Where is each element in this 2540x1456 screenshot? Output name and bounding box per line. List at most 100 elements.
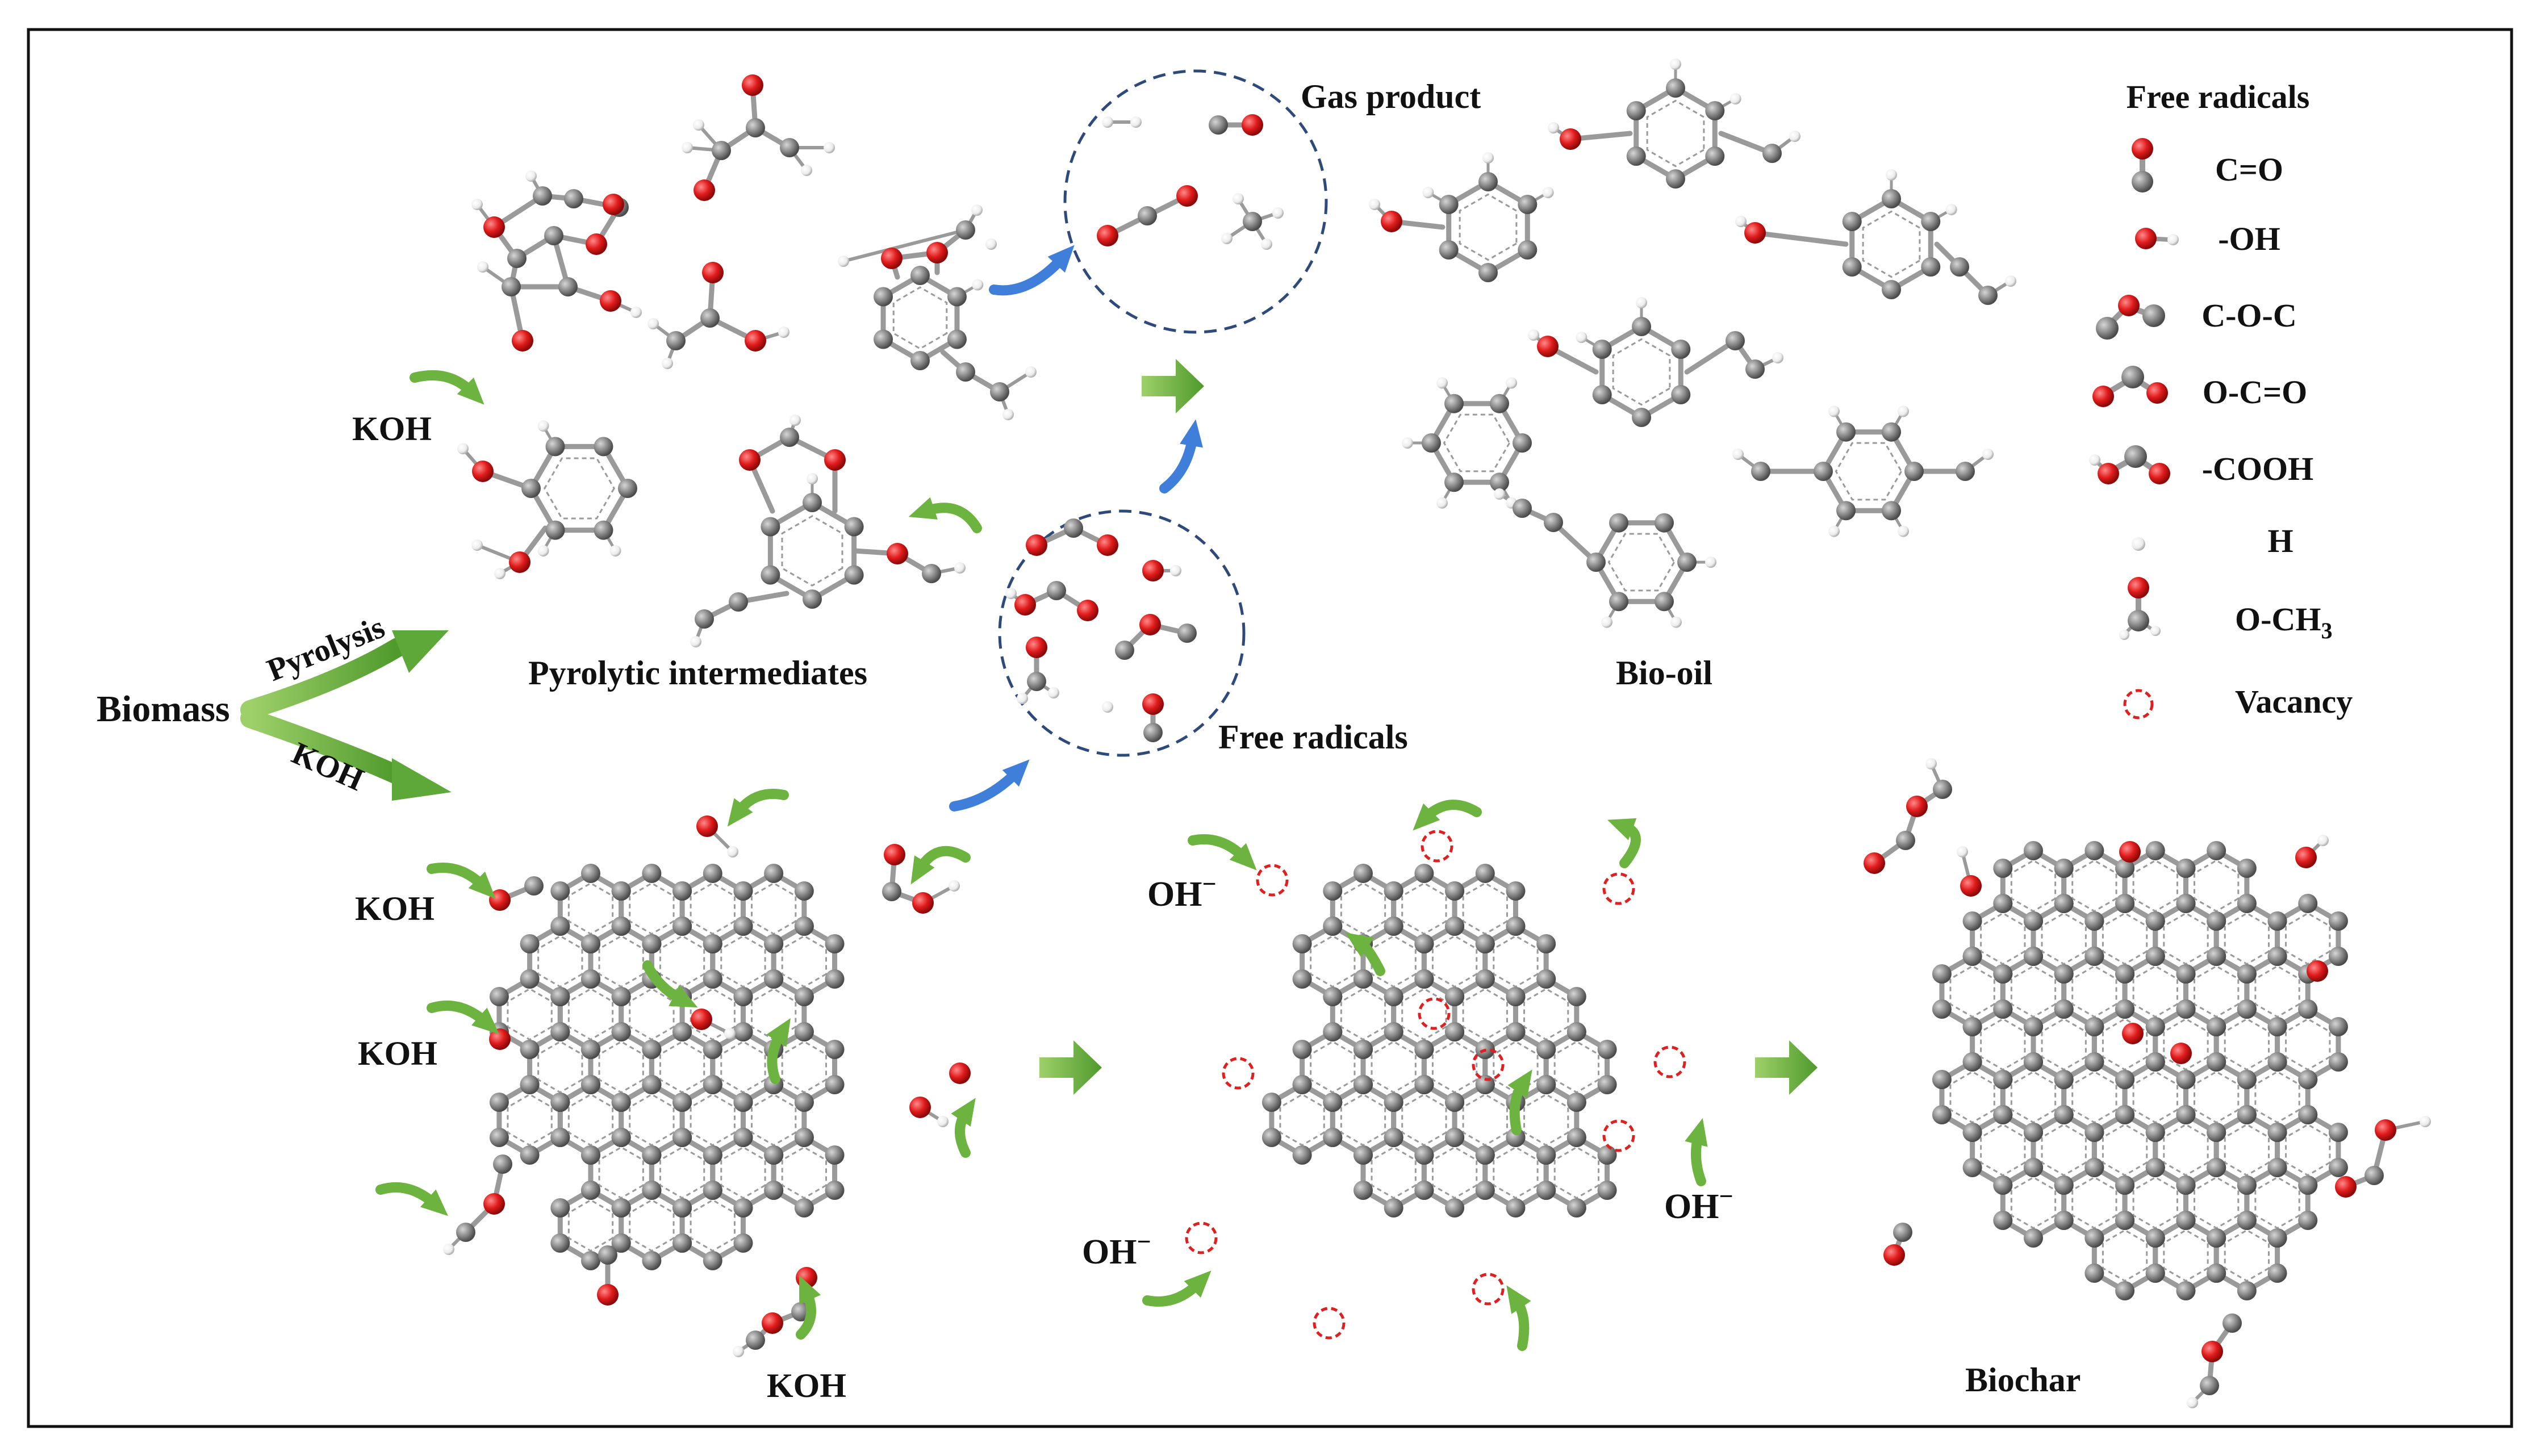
carbon-atom [550,1128,570,1147]
carbon-atom [2115,964,2135,984]
carbon-atom [2054,894,2074,913]
hydrogen-atom [1048,687,1059,698]
aromatic-ring-inner [720,1040,766,1094]
carbon-atom [581,1145,600,1165]
aromatic-ring-inner [598,935,644,988]
aromatic-ring-inner [690,1199,736,1252]
carbon-atom [825,1075,845,1094]
carbon-atom [2267,1158,2287,1177]
carbon-atom [1518,240,1538,260]
pyrolysis-branch-arrow [240,638,407,719]
hydrogen-atom [1506,377,1517,389]
carbon-atom [1626,101,1646,120]
carbon-atom [550,1022,570,1041]
aromatic-ring-inner [2254,1176,2300,1229]
carbon-atom [703,969,722,989]
aromatic-ring-inner [2010,965,2057,1018]
free-radicals-label: Free radicals [1218,718,1408,756]
carbon-atom [1993,859,2013,878]
carbon-atom [1445,1022,1465,1041]
oxygen-atom [1142,560,1164,581]
carbon-atom [1353,969,1373,989]
carbon-atom [1751,462,1770,481]
bond [1752,230,1849,247]
carbon-atom [1677,553,1697,572]
carbon-atom [1842,212,1862,231]
carbon-atom [642,1040,662,1059]
oxygen-atom [949,1062,971,1084]
green-arrow-sheet-right-head [910,855,935,885]
carbon-atom [1962,1052,1982,1072]
hydrogen-atom [1025,366,1037,378]
carbon-atom [520,1145,540,1165]
hydrogen-atom [1528,329,1539,341]
carbon-atom [746,118,765,137]
carbon-atom [844,565,864,585]
carbon-atom [611,1198,631,1217]
green-arrow-sheet-bottom-left-head [420,1189,448,1216]
hydrogen-icon [2132,537,2145,551]
carbon-atom [2237,999,2257,1019]
oxygen-atom [696,815,718,837]
carbon-atom [2364,1166,2384,1185]
carbon-atom [2145,1052,2165,1072]
oxygen-atom [2119,841,2141,863]
hydrogen-atom [801,165,812,176]
aromatic-ring-inner [2071,859,2117,913]
oxygen-atom [597,1284,619,1306]
carbon-atom [1384,1093,1403,1112]
carbon-atom [545,437,565,457]
carbon-atom [2207,947,2226,966]
carbon-atom [733,917,753,936]
hydrogen-atom [1436,377,1448,389]
carbon-atom [874,287,893,307]
carbon-atom [1445,1093,1465,1112]
aromatic-ring-inner [1949,1070,1995,1124]
oxygen-atom [702,262,724,283]
carbon-atom [2328,1158,2348,1177]
aromatic-ring-inner [2102,1018,2148,1071]
oxygen-atom [1242,114,1263,136]
vacancy-marker [1421,830,1453,863]
carbon-atom [874,329,893,349]
carbon-atom [764,1181,784,1200]
carbon-atom [1323,1093,1343,1112]
hydrogen-atom [494,568,506,579]
carbon-atom [2024,1123,2043,1142]
aromatic-ring-inner [2010,1176,2057,1229]
carbon-atom [2176,964,2196,984]
aromatic-ring-inner [2194,965,2240,1018]
hydrogen-atom [1261,239,1272,250]
carbon-atom [1671,340,1691,359]
aromatic-ring-inner [720,935,766,988]
carbon-atom [794,987,814,1006]
carbon-atom [598,1245,617,1265]
hydrogen-atom [537,545,549,557]
oxygen-atom [1864,852,1885,874]
carbon-atom [2084,947,2104,966]
aromatic-ring-inner [1462,882,1508,935]
hydrogen-atom [1925,758,1937,769]
carbon-atom [611,1093,631,1112]
carbon-atom [2115,1105,2135,1124]
carbon-atom [729,592,748,612]
carbon-atom [581,969,600,989]
carbon-atom [489,987,509,1006]
blue-arrow-from-sheet [949,767,1022,811]
carbon-atom [2145,1017,2165,1036]
carbon-atom [1064,518,1083,538]
carbon-atom [1962,1158,1982,1177]
hydrogen-atom [630,307,642,318]
aromatic-ring-inner [2194,1176,2240,1229]
hydrogen-atom [1402,437,1413,449]
carbon-atom [1597,1075,1617,1094]
carbon-atom [2328,1017,2348,1036]
oxygen-atom [483,1193,505,1215]
carbon-atom [825,934,845,953]
carbon-atom [794,1093,814,1112]
carbon-atom [1445,987,1465,1006]
vacancy-marker [1653,1045,1686,1078]
carbon-atom [1536,1145,1556,1165]
koh-label-left-1: KOH [355,890,435,927]
